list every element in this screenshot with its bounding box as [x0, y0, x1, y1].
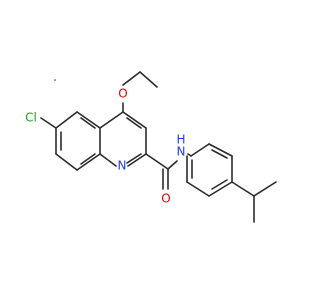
carbonyl-oxygen-label: O: [161, 192, 170, 206]
chlorine-label: Cl: [25, 111, 37, 125]
ring-nitrogen-label: N: [118, 159, 127, 173]
amide-hydrogen-label: H: [176, 133, 185, 147]
ethoxy-oxygen-label: O: [118, 87, 127, 101]
structure-svg: Cl O N N H O: [25, 71, 277, 223]
molecule-diagram: Cl O N N H O: [25, 71, 277, 223]
bond-set: [40, 71, 277, 223]
amide-nitrogen-label: N: [177, 145, 186, 159]
